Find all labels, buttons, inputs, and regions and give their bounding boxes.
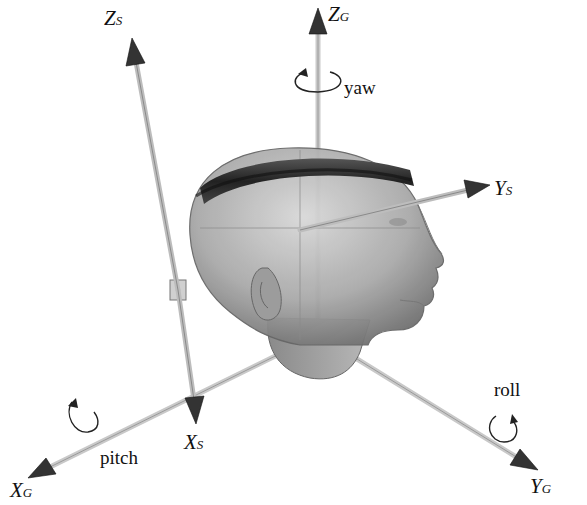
axis-label: XG (10, 480, 32, 501)
axis-label: ZS (104, 8, 122, 29)
axis-label: YG (530, 476, 551, 497)
axis-label: XS (184, 432, 203, 453)
rotation-label: roll (494, 380, 520, 399)
rotation-label: yaw (344, 78, 376, 97)
axis-label: YS (494, 178, 512, 199)
rotation-label: pitch (100, 448, 138, 467)
axis-label: ZG (328, 4, 349, 25)
